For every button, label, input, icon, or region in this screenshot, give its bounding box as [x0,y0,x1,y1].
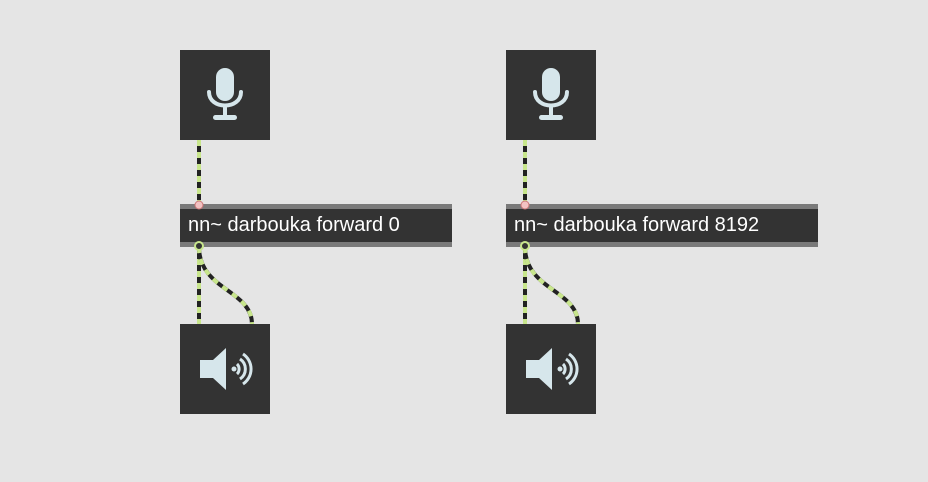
speaker-icon [200,348,253,390]
speaker-output-box[interactable] [506,324,596,414]
microphone-input-box[interactable] [506,50,596,140]
nn-object-box[interactable]: nn~ darbouka forward 0 [180,204,452,247]
speaker-output-box[interactable] [180,324,270,414]
object-inlet-bar [506,204,818,209]
speaker-icon [526,348,579,390]
microphone-input-box[interactable] [180,50,270,140]
nn-object-box[interactable]: nn~ darbouka forward 8192 [506,204,818,247]
object-outlet-bar [506,242,818,247]
microphone-icon [533,68,569,120]
object-text: nn~ darbouka forward 8192 [514,214,760,236]
microphone-icon [207,68,243,120]
object-inlet-bar [180,204,452,209]
object-text: nn~ darbouka forward 0 [188,214,400,236]
object-outlet-bar [180,242,452,247]
